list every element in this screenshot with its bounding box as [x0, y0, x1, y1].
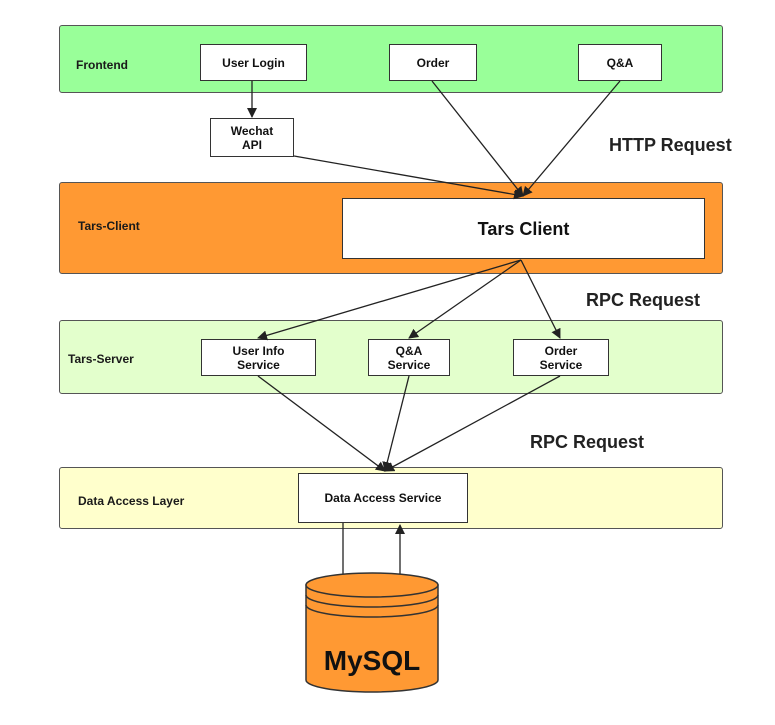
tars-server-layer-label: Tars-Server: [68, 352, 134, 366]
mysql-label: MySQL: [324, 645, 420, 676]
qa-box: Q&A: [578, 44, 662, 81]
rpc-request-label-1: RPC Request: [586, 290, 701, 310]
order-box: Order: [389, 44, 477, 81]
qa-service-box: Q&A Service: [368, 339, 450, 376]
tars-client-layer-label: Tars-Client: [78, 219, 140, 233]
data-access-service-box: Data Access Service: [298, 473, 468, 523]
wechat-api-box: Wechat API: [210, 118, 294, 157]
data-access-layer-label: Data Access Layer: [78, 494, 185, 508]
user-info-service-box: User Info Service: [201, 339, 316, 376]
arrow-order-to-tarsclient: [431, 80, 524, 197]
order-service-box: Order Service: [513, 339, 609, 376]
rpc-request-label-2: RPC Request: [530, 432, 645, 452]
mysql-database-icon: [305, 572, 439, 693]
frontend-layer-label: Frontend: [76, 58, 128, 72]
arrow-qa-to-tarsclient: [522, 80, 621, 197]
tars-client-box: Tars Client: [342, 198, 705, 259]
user-login-box: User Login: [200, 44, 307, 81]
http-request-label: HTTP Request: [609, 135, 732, 155]
